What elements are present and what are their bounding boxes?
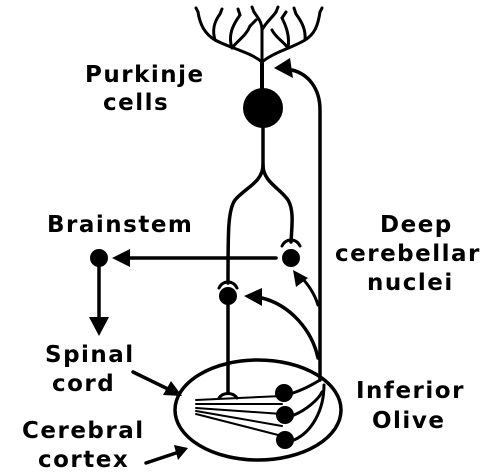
- olive-neuron-1: [275, 384, 293, 402]
- olive-neuron-2: [276, 406, 294, 424]
- brainstem-neuron: [90, 249, 108, 267]
- label-deep-2: cerebellar: [335, 241, 481, 267]
- label-deep-3: nuclei: [367, 270, 454, 296]
- label-deep-1: Deep: [380, 212, 453, 238]
- label-olive-1: Inferior: [356, 378, 465, 404]
- olive-fiber-1: [293, 380, 320, 393]
- olive-neuron-3: [276, 431, 294, 449]
- inferior-olive-outline: [175, 360, 341, 460]
- label-purkinje-2: cells: [103, 90, 169, 116]
- deep-cerebellar-nucleus-neuron: [282, 249, 300, 267]
- label-spinal-2: cord: [52, 371, 115, 397]
- label-spinal-1: Spinal: [45, 342, 135, 368]
- left-branch-arrowhead: [244, 288, 262, 306]
- spinal-arrowhead: [89, 317, 109, 336]
- brainstem-arrowhead: [112, 249, 130, 267]
- cortex-pointer-head: [174, 445, 188, 460]
- climbing-branch-left: [262, 298, 318, 358]
- purkinje-cell-body: [243, 88, 283, 128]
- label-cerebral-1: Cerebral: [22, 418, 145, 444]
- climbing-fiber: [292, 70, 320, 380]
- label-purkinje-1: Purkinje: [85, 62, 205, 88]
- olive-fiber-fan: [196, 396, 282, 436]
- label-brainstem: Brainstem: [47, 212, 193, 238]
- purkinje-dendrites: [196, 7, 322, 62]
- spinal-cord-pointer: [133, 372, 170, 390]
- purkinje-axon-right: [263, 165, 292, 242]
- vestibular-neuron: [219, 287, 237, 305]
- label-cerebral-2: cortex: [38, 447, 129, 473]
- label-olive-2: Olive: [372, 408, 445, 434]
- cortex-pointer: [146, 453, 176, 463]
- climbing-fiber-arrowhead: [274, 58, 293, 78]
